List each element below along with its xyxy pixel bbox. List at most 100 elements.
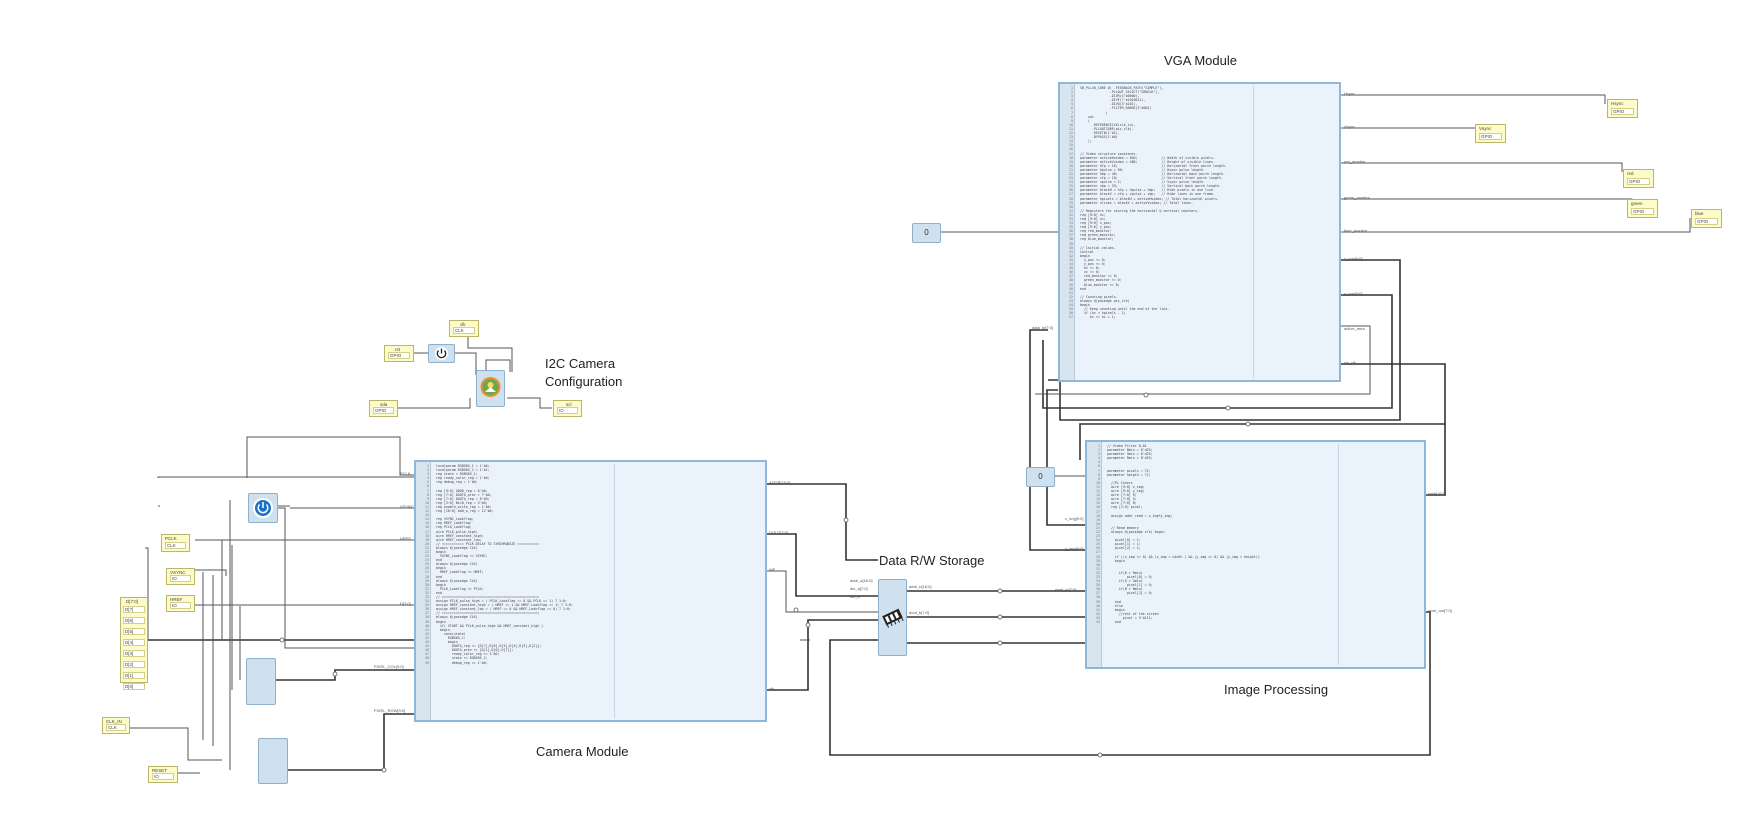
line-numbers: 1 2 3 4 5 6 7 8 9 10 11 12 13 14 15 16 1…: [1069, 86, 1073, 320]
cam-data-pin[interactable]: D[1]: [123, 672, 145, 679]
vga-output-vsync-label: Vsync: [1479, 126, 1492, 131]
i2c-input-sda-select[interactable]: GPIO: [373, 407, 394, 414]
port-label: Hsync: [1344, 91, 1356, 96]
port-label: DOUT[7:0]: [769, 530, 789, 535]
i2c-clock-block[interactable]: [428, 344, 455, 363]
cam-input-vsync-select[interactable]: IO: [170, 575, 191, 582]
camera-config-icon: [480, 377, 501, 397]
cam-input-href[interactable]: HREF IO: [166, 595, 195, 612]
cam-input-reset[interactable]: RESET IO: [148, 766, 178, 783]
cam-data-pin[interactable]: D[7]: [123, 606, 145, 613]
i2c-output-scl[interactable]: scl IO: [553, 400, 582, 417]
port-label: Vsync: [1344, 124, 1355, 129]
port-label: we_a: [850, 594, 860, 599]
cam-data-pin[interactable]: D[6]: [123, 617, 145, 624]
cam-data-pin[interactable]: D[5]: [123, 628, 145, 635]
vga-output-hsync-label: Hsync: [1611, 101, 1624, 106]
data-storage-block[interactable]: [878, 579, 907, 656]
data-storage-title: Data R/W Storage: [879, 553, 985, 568]
port-label: PIXEL_ROW[9:0]: [374, 708, 406, 713]
i2c-input-clk-select[interactable]: CLK: [453, 327, 475, 334]
cam-input-clk-in-select[interactable]: CLK: [106, 724, 126, 731]
vga-output-hsync-select[interactable]: GPIO: [1611, 108, 1634, 115]
ip-code-divider: [1338, 444, 1339, 665]
cam-input-clk-in[interactable]: CLK_IN CLK: [102, 717, 130, 734]
port-label: addr_a[16:0]: [850, 578, 873, 583]
vga-output-green-label: green: [1631, 201, 1643, 206]
vga-output-red[interactable]: red GPIO: [1623, 169, 1654, 188]
cam-input-data-bus[interactable]: D[7:0] D[7] D[6] D[5] D[4] D[3] D[2] D[1…: [120, 597, 148, 690]
port-label: x_pos[9:0]: [1344, 256, 1363, 261]
vga-output-blue-select[interactable]: GPIO: [1695, 218, 1718, 225]
cam-data-pin[interactable]: D[4]: [123, 639, 145, 646]
port-label: data_in[7:0]: [1032, 325, 1053, 330]
i2c-input-rst-label: rst: [395, 347, 400, 352]
cam-data-pin-list: D[7] D[6] D[5] D[4] D[3] D[2] D[1] D[0]: [123, 606, 145, 694]
port-label: din_a[7:0]: [850, 586, 868, 591]
vga-module-title: VGA Module: [1164, 53, 1237, 68]
cam-data-pin[interactable]: D[3]: [123, 650, 145, 657]
port-label: pixel_in[7:0]: [1055, 587, 1077, 592]
zero-constant-image[interactable]: 0: [1026, 467, 1055, 487]
image-processing-block[interactable]: // Video Filter 0-01 parameter Bmin = 8'…: [1085, 440, 1426, 669]
camera-module-block[interactable]: localparam RGB565_1 = 1'b0; localparam R…: [414, 460, 767, 722]
port-label: HREF: [400, 536, 411, 541]
cam-input-clk-in-label: CLK_IN: [106, 719, 122, 724]
vga-output-red-label: red: [1627, 171, 1634, 176]
cam-input-pclk-select[interactable]: CLK: [165, 542, 186, 549]
i2c-input-rst-select[interactable]: GPIO: [388, 352, 410, 359]
port-label: PIXEL_COL[9:0]: [374, 664, 404, 669]
port-label: y_pos[9:0]: [1344, 291, 1363, 296]
i2c-input-clk-label: clk: [460, 322, 466, 327]
i2c-input-rst[interactable]: rst GPIO: [384, 345, 414, 362]
power-icon: [434, 346, 449, 361]
cam-input-href-select[interactable]: IO: [170, 602, 191, 609]
zero-constant-vga[interactable]: 0: [912, 223, 941, 243]
vga-line-gutter: [1060, 84, 1075, 380]
camera-pll-block[interactable]: [248, 493, 278, 523]
port-label: dout_b[7:0]: [909, 610, 930, 615]
i2c-input-sda[interactable]: sda GPIO: [369, 400, 398, 417]
vga-output-green-select[interactable]: GPIO: [1631, 208, 1654, 215]
pixel-counter-block-2[interactable]: [258, 738, 288, 784]
pll-power-icon: [253, 498, 273, 518]
line-numbers: 1 2 3 4 5 6 7 8 9 10 11 12 13 14 15 16 1…: [425, 464, 429, 665]
cam-data-pin[interactable]: D[2]: [123, 661, 145, 668]
cam-input-reset-label: RESET: [152, 768, 168, 773]
i2c-output-scl-select[interactable]: IO: [557, 407, 578, 414]
vga-output-hsync[interactable]: Hsync GPIO: [1607, 99, 1638, 118]
i2c-config-title-line1: I2C Camera: [545, 356, 616, 371]
port-label: PCLK: [400, 471, 411, 476]
camera-module-code: localparam RGB565_1 = 1'b0; localparam R…: [435, 464, 573, 665]
pixel-counter-block-1[interactable]: [246, 658, 276, 705]
vga-output-vsync-select[interactable]: GPIO: [1479, 133, 1502, 140]
cam-input-href-label: HREF: [170, 597, 183, 602]
image-processing-title: Image Processing: [1224, 682, 1329, 697]
port-label: addr[16:0]: [1428, 491, 1447, 496]
cam-line-gutter: [416, 462, 431, 720]
vga-output-green[interactable]: green GPIO: [1627, 199, 1658, 218]
ram-chip-icon: [882, 608, 904, 628]
vga-module-block[interactable]: SB_PLL40_CORE #( .FEEDBACK_PATH("SIMPLE"…: [1058, 82, 1341, 382]
i2c-input-sda-label: sda: [380, 402, 388, 407]
vga-output-red-select[interactable]: GPIO: [1627, 178, 1650, 185]
cam-input-vsync[interactable]: VSYNC IO: [166, 568, 195, 585]
port-label: addr_b[16:0]: [909, 584, 932, 589]
port-label: pixel_out[7:0]: [1428, 608, 1452, 613]
port-label: green_monitor: [1344, 195, 1370, 200]
port-label: pix_clk: [1344, 360, 1357, 365]
i2c-input-clk[interactable]: clk CLK: [449, 320, 479, 337]
i2c-config-block[interactable]: [476, 370, 505, 407]
cam-input-pclk[interactable]: PCLK CLK: [161, 534, 190, 552]
vga-output-vsync[interactable]: Vsync GPIO: [1475, 124, 1506, 143]
cam-data-pin[interactable]: D[0]: [123, 683, 145, 690]
port-label: clk: [769, 686, 774, 691]
port-label: VSYNC: [400, 504, 414, 509]
ip-line-gutter: [1087, 442, 1102, 667]
vga-output-blue[interactable]: blue GPIO: [1691, 209, 1722, 228]
cam-code-divider: [614, 464, 615, 718]
image-processing-code: // Video Filter 0-01 parameter Bmin = 8'…: [1106, 444, 1260, 625]
port-label: D[7:0]: [400, 601, 411, 606]
cam-input-reset-select[interactable]: IO: [152, 773, 174, 780]
